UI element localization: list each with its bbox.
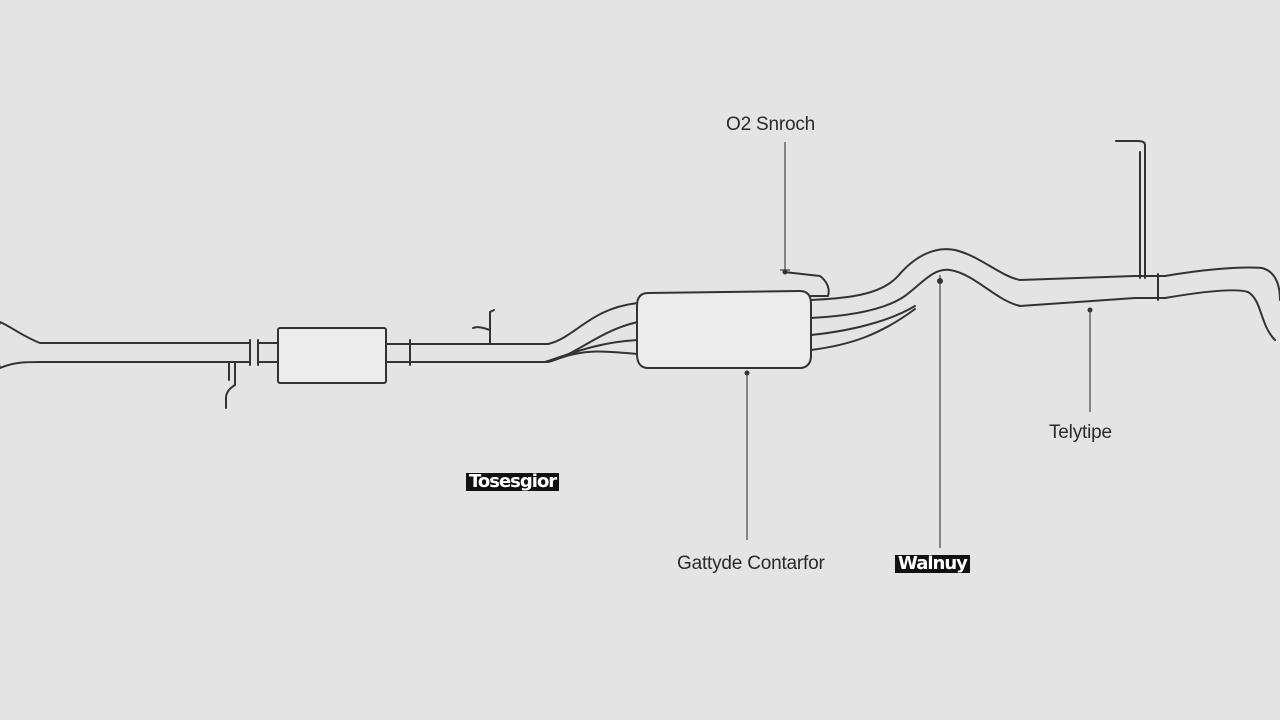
- o2-sensor-label: O2 Snroch: [726, 114, 816, 135]
- resonator-box: [277, 327, 387, 384]
- resonator-rear-neck: [385, 339, 411, 366]
- rear-pipe-top: [810, 248, 1136, 301]
- o2-sensor-leader: [780, 142, 790, 272]
- tailpipe-end: [1164, 266, 1280, 341]
- tailpipe-label: Telytipe: [1049, 422, 1112, 443]
- resonator-front-neck: [257, 342, 279, 363]
- front-pipe-top: [0, 321, 251, 344]
- catalytic-converter-point: [744, 370, 750, 376]
- front-flange: [249, 339, 259, 366]
- o2-sensor-point: [782, 269, 788, 275]
- catalytic-converter-box: [636, 289, 812, 369]
- mid-pipe-bottom: [409, 321, 639, 363]
- muffler-point: [937, 278, 943, 284]
- catalytic-converter-label: Gattyde Contarfor: [677, 553, 825, 574]
- front-hanger: [225, 361, 236, 409]
- converter-outlet-pipe: [783, 271, 830, 297]
- front-pipe-bottom: [0, 361, 251, 369]
- mid-pipe-lower-branch: [544, 339, 639, 363]
- rear-pipe-bottom: [810, 268, 1136, 319]
- tailpipe-hanger: [1115, 140, 1146, 279]
- mid-hanger: [472, 309, 495, 345]
- mid-pipe-top: [409, 302, 639, 345]
- resonator-label: Tosesgior: [466, 473, 560, 491]
- tailpipe-point: [1087, 307, 1093, 313]
- muffler-label: Walnuy: [895, 555, 970, 573]
- rear-pipe-lower-branch: [810, 305, 916, 351]
